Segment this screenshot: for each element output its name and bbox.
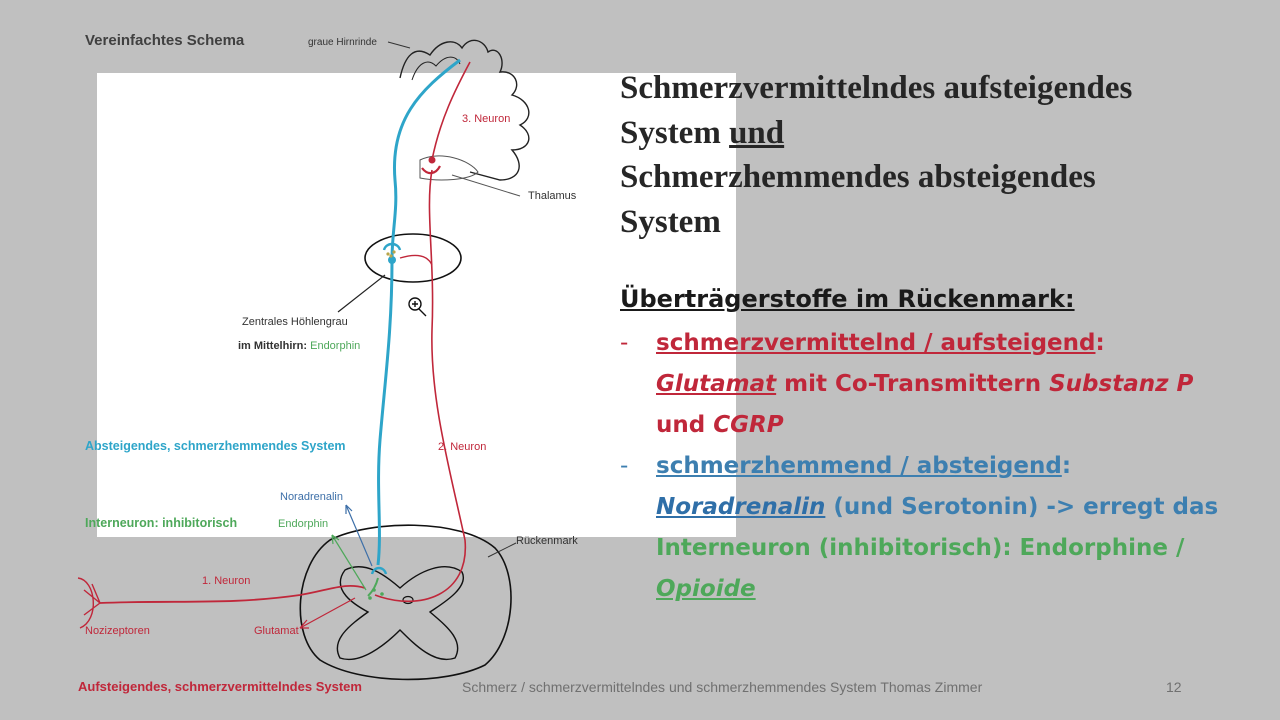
diagram-title: Vereinfachtes Schema xyxy=(85,32,245,49)
label-pag: Zentrales Höhlengrau xyxy=(242,316,348,328)
interneuron xyxy=(367,577,379,597)
ascending-line-3: und CGRP xyxy=(656,405,1260,446)
noradrenalin-arrow xyxy=(345,504,373,567)
pag-synapse xyxy=(382,242,402,251)
endorphin-dot-2 xyxy=(368,596,372,600)
endorphin-dot-3 xyxy=(380,592,384,596)
noradrenalin-term: Noradrenalin xyxy=(656,494,826,520)
third-neuron-soma xyxy=(428,156,436,164)
label-pag-endorphin: Endorphin xyxy=(310,340,361,352)
spinal-synapse xyxy=(370,566,388,575)
footer-slide-info: Schmerz / schmerzvermittelndes und schme… xyxy=(462,679,983,695)
second-neuron xyxy=(374,169,467,603)
opioide-term: Opioide xyxy=(656,576,756,602)
ascending-line-2: Glutamat mit Co-Transmittern Substanz P xyxy=(656,364,1260,405)
ascending-bullet-mark: - xyxy=(620,330,629,356)
glutamate-arrowhead xyxy=(299,619,309,629)
cortex-leader xyxy=(387,41,411,49)
spinal-cord-outline xyxy=(299,524,512,681)
descending-line-1: schmerzhemmend / absteigend: xyxy=(656,446,1260,487)
endorphin-arrow xyxy=(331,534,367,591)
transmitter-dot-1 xyxy=(386,252,390,256)
glutamate-arrow xyxy=(299,597,356,629)
descending-line-3: Interneuron (inhibitorisch): Endorphine … xyxy=(656,535,1185,561)
pag-leader xyxy=(337,274,386,313)
label-pag-midbrain-prefix: im Mittelhirn: xyxy=(238,340,311,352)
label-neuron-1: 1. Neuron xyxy=(202,575,251,587)
label-spinal-cord: Rückenmark xyxy=(516,535,578,547)
label-glutamate: Glutamat xyxy=(254,625,299,637)
descending-bullet: - schmerzhemmend / absteigend: Noradrena… xyxy=(620,446,1260,610)
ascending-text-2: und xyxy=(656,412,714,438)
slide-title-line-2-prefix: System xyxy=(620,114,730,151)
transmitter-dot-2 xyxy=(392,250,396,254)
ascending-heading: schmerzvermittelnd / aufsteigend xyxy=(656,330,1096,356)
label-endorphin: Endorphin xyxy=(278,518,329,530)
ascending-text-1: mit Co-Transmittern xyxy=(776,371,1050,397)
thalamus-outline xyxy=(419,155,479,181)
transmitters-section: Überträgerstoffe im Rückenmark: - schmer… xyxy=(620,285,1260,610)
label-neuron-2: 2. Neuron xyxy=(438,441,487,453)
descending-pathway xyxy=(376,58,461,566)
third-neuron xyxy=(431,61,471,161)
label-cortex: graue Hirnrinde xyxy=(308,37,377,48)
pag-neuron-soma xyxy=(388,256,396,264)
cortex-inner xyxy=(411,56,461,81)
transmitter-dot-3 xyxy=(389,254,393,258)
nociceptor-ending xyxy=(77,577,101,629)
transmitters-heading: Überträgerstoffe im Rückenmark: xyxy=(620,285,1075,313)
endorphin-arrowhead xyxy=(331,534,340,545)
label-neuron-3: 3. Neuron xyxy=(462,113,511,125)
pag-oval xyxy=(364,233,462,283)
ascending-line-1: schmerzvermittelnd / aufsteigend: xyxy=(656,323,1260,364)
second-neuron-pag-branch xyxy=(399,254,433,266)
ascending-colon: : xyxy=(1095,330,1105,356)
label-thalamus: Thalamus xyxy=(528,190,577,202)
slide-title-line-2: System und xyxy=(620,111,1260,156)
label-noradrenalin: Noradrenalin xyxy=(280,491,343,503)
first-neuron xyxy=(99,584,366,604)
glutamate-term: Glutamat xyxy=(656,371,777,397)
slide-title-line-1: Schmerzvermittelndes aufsteigendes xyxy=(620,70,1133,106)
label-descending-system: Absteigendes, schmerzhemmendes System xyxy=(85,439,346,453)
descending-heading: schmerzhemmend / absteigend xyxy=(656,453,1062,479)
descending-line-2: Noradrenalin (und Serotonin) -> erregt d… xyxy=(656,487,1260,528)
slide-title-line-3: Schmerzhemmendes absteigendes xyxy=(620,159,1096,195)
descending-text-1: (und Serotonin) -> erregt das xyxy=(825,494,1219,520)
noradrenalin-arrowhead xyxy=(345,504,353,514)
footer-ascending-label: Aufsteigendes, schmerzvermittelndes Syst… xyxy=(78,679,362,694)
descending-colon: : xyxy=(1061,453,1072,479)
thalamus-leader xyxy=(451,174,521,197)
slide-title: Schmerzvermittelndes aufsteigendes Syste… xyxy=(620,66,1260,244)
central-canal xyxy=(402,595,414,605)
slide-title-und: und xyxy=(729,114,785,151)
label-interneuron: Interneuron: inhibitorisch xyxy=(85,516,238,530)
cgrp-term: CGRP xyxy=(713,412,784,438)
spinal-cord-leader xyxy=(487,542,517,558)
label-nociceptors: Nozizeptoren xyxy=(85,625,150,637)
descending-line-4: Opioide xyxy=(656,569,1260,610)
ascending-bullet: - schmerzvermittelnd / aufsteigend: Glut… xyxy=(620,323,1260,446)
slide-title-line-4: System xyxy=(620,203,721,240)
zoom-cursor-plus xyxy=(412,301,427,317)
substance-p-term: Substanz P xyxy=(1049,371,1194,397)
cortex-outline xyxy=(399,39,530,181)
grey-matter xyxy=(336,566,465,661)
page-number: 12 xyxy=(1166,679,1182,695)
endorphin-dot-1 xyxy=(372,588,376,592)
descending-bullet-mark: - xyxy=(620,453,629,479)
label-pag-midbrain: im Mittelhirn: Endorphin xyxy=(238,340,360,352)
thalamus-synapse xyxy=(421,165,441,175)
